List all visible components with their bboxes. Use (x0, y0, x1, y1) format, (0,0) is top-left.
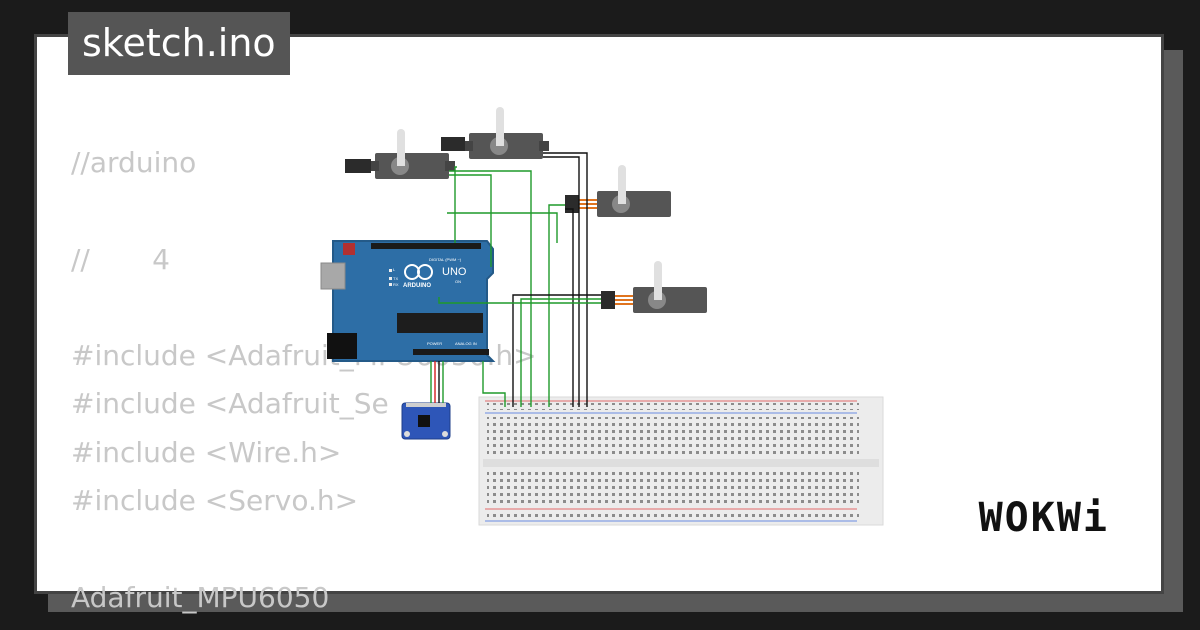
code-line: // 4 (71, 242, 170, 276)
file-tab[interactable]: sketch.ino (68, 12, 290, 75)
arduino-board: UNO ARDUINO DIGITAL (PWM ~) POWER ANALOG… (320, 240, 496, 362)
servo-1 (345, 129, 455, 179)
code-line: #include <Adafruit_Se (71, 387, 389, 421)
preview-card: //arduino // 4 #include <Adafruit_MPU605… (34, 34, 1164, 614)
tx-label: TX (393, 276, 398, 281)
code-line: #include <Servo.h> (71, 484, 359, 518)
on-label: ON (455, 279, 461, 284)
servo-4 (601, 261, 707, 313)
power-label: POWER (427, 341, 442, 346)
code-line: #include <Wire.h> (71, 435, 342, 469)
analog-label: ANALOG IN (455, 341, 477, 346)
code-line: //arduino (71, 146, 197, 179)
breadboard (478, 396, 884, 526)
wokwi-logo: WOKWi (978, 495, 1109, 541)
l-label: L (393, 267, 396, 272)
servo-3 (565, 165, 671, 217)
mpu6050-module (401, 402, 451, 440)
board-brand: ARDUINO (403, 283, 431, 289)
code-line: Adafruit_MPU6050 (71, 580, 330, 614)
wires (430, 152, 601, 407)
circuit-diagram: UNO ARDUINO DIGITAL (PWM ~) POWER ANALOG… (320, 107, 884, 526)
rx-label: RX (393, 282, 399, 287)
board-name: UNO (442, 266, 467, 278)
servo-2 (441, 107, 549, 159)
digital-label: DIGITAL (PWM ~) (429, 257, 462, 262)
